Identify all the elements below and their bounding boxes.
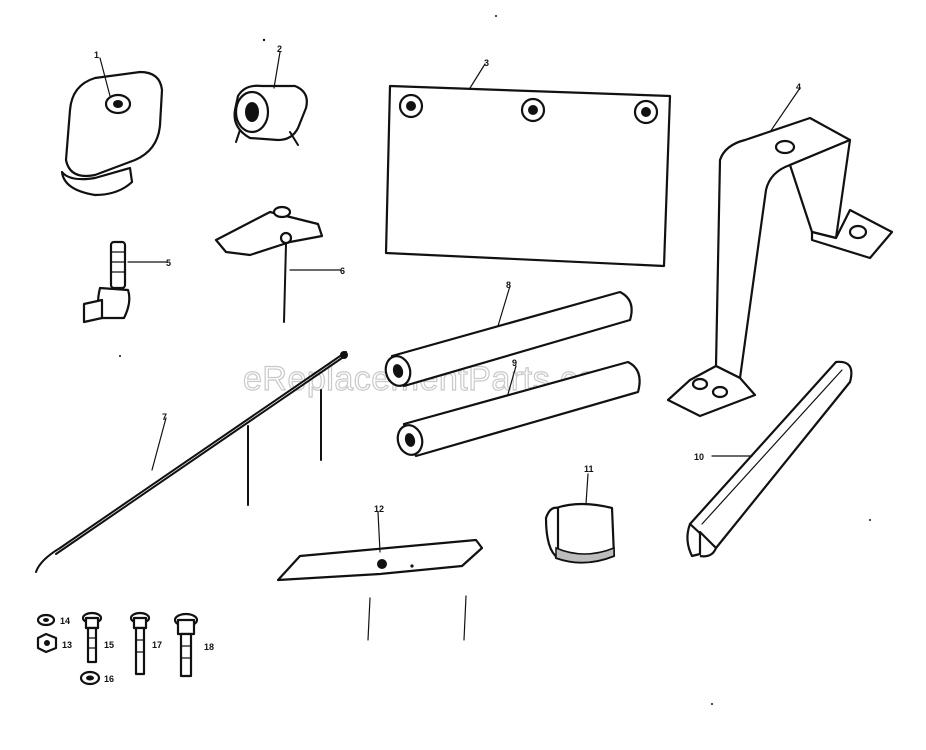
part-6-t-handle[interactable] xyxy=(214,205,341,323)
part-7-rod[interactable] xyxy=(35,351,348,573)
part-17-bolt[interactable] xyxy=(129,611,151,676)
callout-15: 15 xyxy=(104,640,114,650)
callout-8: 8 xyxy=(506,280,511,290)
part-16-washer[interactable] xyxy=(79,670,101,686)
callout-2: 2 xyxy=(277,44,282,54)
callout-5: 5 xyxy=(166,258,171,268)
part-13-nut[interactable] xyxy=(36,632,58,654)
callout-14: 14 xyxy=(60,616,70,626)
callout-9: 9 xyxy=(512,358,517,368)
part-5-elbow-fitting[interactable] xyxy=(82,240,167,324)
part-4-bracket[interactable] xyxy=(666,87,894,418)
callout-13: 13 xyxy=(62,640,72,650)
part-2-solenoid[interactable] xyxy=(233,51,308,146)
part-12-blade[interactable] xyxy=(276,511,484,641)
callout-11: 11 xyxy=(584,464,594,474)
part-18-bolt[interactable] xyxy=(173,612,199,678)
part-8-roller[interactable] xyxy=(382,285,633,389)
callout-7: 7 xyxy=(162,412,167,422)
callout-12: 12 xyxy=(374,504,384,514)
part-11-bushing[interactable] xyxy=(544,473,616,564)
part-1-tank-cap[interactable] xyxy=(60,57,164,197)
callout-18: 18 xyxy=(204,642,214,652)
callout-1: 1 xyxy=(94,50,99,60)
callout-10: 10 xyxy=(694,452,704,462)
part-9-roller[interactable] xyxy=(394,360,641,458)
part-3-plate[interactable] xyxy=(384,63,672,268)
callout-3: 3 xyxy=(484,58,489,68)
part-14-washer[interactable] xyxy=(36,613,56,627)
callout-6: 6 xyxy=(340,266,345,276)
callout-16: 16 xyxy=(104,674,114,684)
part-15-bolt[interactable] xyxy=(81,611,103,664)
callout-4: 4 xyxy=(796,82,801,92)
part-10-channel-strip[interactable] xyxy=(686,360,853,558)
callout-17: 17 xyxy=(152,640,162,650)
